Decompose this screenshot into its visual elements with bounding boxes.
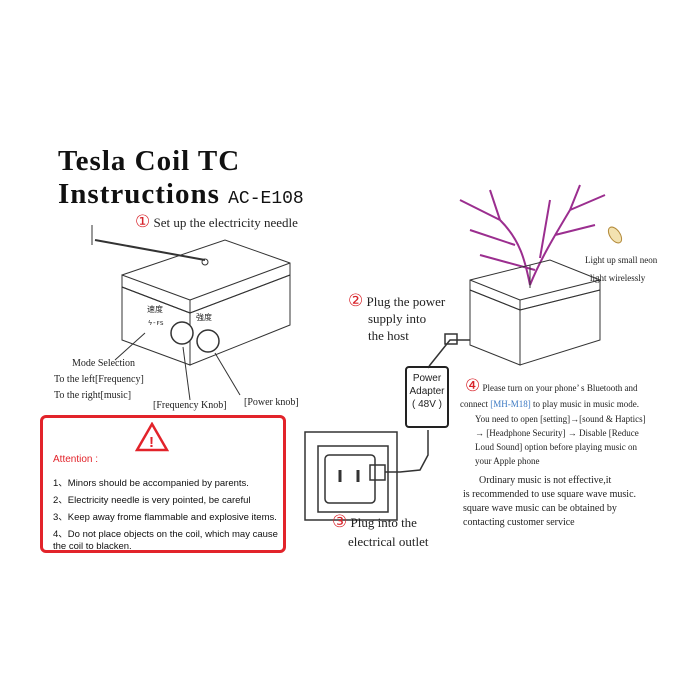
speed-label: 速度	[147, 305, 163, 314]
note-line1: Ordinary music is not effective,it	[479, 475, 612, 486]
title-line2: Instructions AC-E108	[58, 178, 304, 211]
power-adapter: Power Adapter ( 48V )	[405, 366, 449, 428]
warning-icon: !	[135, 422, 169, 452]
step4-line3: You need to open [setting]→[sound & Hapt…	[475, 414, 646, 424]
attention-heading: Attention :	[53, 454, 99, 465]
strength-label: 強度	[196, 313, 212, 322]
mode-left-label: To the left[Frequency]	[54, 374, 144, 385]
music-note: Ordinary music is not effective,it is re…	[463, 474, 636, 530]
attention-item: 4、Do not place objects on the coil, whic…	[53, 529, 278, 540]
wall-outlet-icon	[304, 431, 398, 521]
neon-label-line2: light wirelessly	[590, 273, 646, 283]
power-knob-icon	[196, 329, 220, 353]
attention-item: 2、Electricity needle is very pointed, be…	[53, 495, 251, 506]
lightning-arc-icon	[459, 184, 606, 286]
step3: ③ Plug into the electrical outlet	[332, 512, 428, 551]
step2-line2: supply into	[368, 311, 427, 326]
adapter-line2: Adapter	[409, 386, 445, 397]
adapter-line3: ( 48V )	[411, 399, 442, 410]
title-line1: Tesla Coil TC	[58, 145, 241, 177]
step4: ④ Please turn on your phone’ s Bluetooth…	[460, 376, 700, 468]
step4-line4: → [Headphone Security] → Disable [Reduce	[475, 428, 639, 438]
step3-line1: Plug into the	[350, 515, 417, 530]
device-name: [MH-M18]	[490, 399, 531, 409]
step4-line5: Loud Sound] option before playing music …	[475, 442, 637, 452]
step2-number: ②	[348, 291, 364, 310]
step4-line1: Please turn on your phone’ s Bluetooth a…	[482, 383, 638, 393]
power-knob-label: [Power knob]	[244, 397, 299, 408]
neon-label-line1: Light up small neon	[585, 255, 658, 265]
step1-number: ①	[135, 212, 151, 231]
adapter-line1: Power	[412, 373, 442, 384]
mode-right-label: To the right[music]	[54, 390, 132, 401]
frequency-knob-icon	[170, 321, 194, 345]
svg-text:ϟ-ꜰꜱ: ϟ-ꜰꜱ	[148, 320, 164, 328]
frequency-knob-label: [Frequency Knob]	[153, 400, 227, 411]
step1: ① Set up the electricity needle	[135, 212, 298, 232]
mode-selection-label: Mode Selection	[72, 358, 136, 369]
step1-text: Set up the electricity needle	[153, 215, 298, 230]
attention-item: 3、Keep away frome flammable and explosiv…	[53, 512, 277, 523]
tesla-coil-arc-illustration	[459, 184, 623, 366]
step4-line2-post: to play music in music mode.	[530, 399, 639, 409]
step2-line3: the host	[368, 328, 409, 343]
attention-item: the coil to blacken.	[53, 541, 132, 552]
note-line3: square wave music can be obtained by	[463, 503, 617, 514]
step3-line2: electrical outlet	[348, 534, 429, 549]
neon-bulb-icon	[607, 226, 623, 244]
step2-line1: Plug the power	[366, 294, 446, 309]
model-number: AC-E108	[228, 189, 304, 209]
power-cable-illustration	[304, 333, 470, 521]
note-line4: contacting customer service	[463, 517, 575, 528]
step3-number: ③	[332, 512, 348, 531]
step2: ② Plug the power supply into the host	[348, 292, 445, 344]
title-instructions: Instructions	[58, 178, 220, 210]
attention-item: 1、Minors should be accompanied by parent…	[53, 478, 249, 489]
plug-icon	[369, 464, 386, 481]
svg-text:!: !	[149, 434, 154, 451]
attention-box: ! Attention : 1、Minors should be accompa…	[40, 415, 286, 553]
step4-line6: your Apple phone	[475, 456, 540, 466]
tesla-coil-device-front-illustration: ϟ-ꜰꜱ	[91, 225, 291, 400]
note-line2: is recommended to use square wave music.	[463, 489, 637, 500]
step4-number: ④	[465, 376, 481, 395]
step4-line2-pre: connect	[460, 399, 491, 409]
